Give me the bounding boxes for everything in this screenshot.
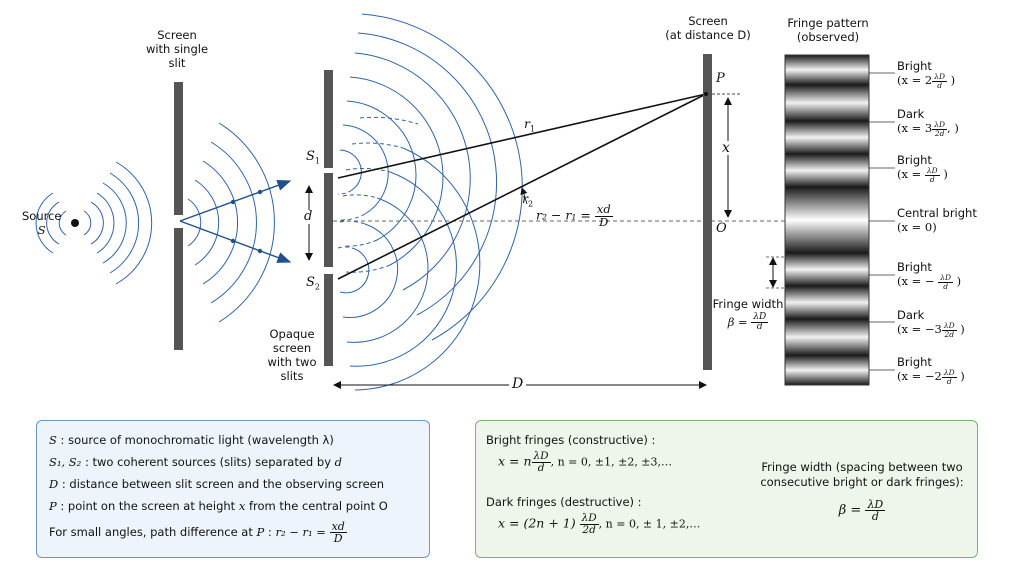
fringe-label-4: Central bright (x = 0) [897,206,977,234]
s2-waves-dashed [337,116,419,249]
double-slit-top [324,70,333,168]
ray-wave-dots [230,189,263,254]
screen-title: Screen (at distance D) [665,14,751,42]
s1-waves [339,13,523,341]
observing-screen [703,54,712,370]
dark-fringe-title: Dark fringes (destructive) : [486,495,642,509]
s1-label: S1 [306,149,320,166]
double-slit-bottom [324,274,333,366]
legend-definitions: S : source of monochromatic light (wavel… [36,420,430,558]
source-label: Source S [22,209,62,237]
source-waves [35,161,153,285]
s2-waves [339,147,481,391]
single-slit-lower [174,228,183,350]
r1-label: r1 [524,116,536,134]
single-slit-upper [174,82,183,215]
point-o-label: O [716,221,727,236]
single-slit-rays [179,180,292,263]
point-p-label: P [716,71,725,86]
opaque-screen-label: Opaque screen with two slits [267,327,317,383]
single-slit-label: Screen with single slit [145,28,209,70]
r2-pointer [520,187,528,205]
fringe-pattern [784,54,870,386]
r2-label: r2 [522,191,534,209]
d-label: d [304,209,313,224]
x-label: x [722,140,730,156]
double-slit-middle [324,173,333,267]
single-slit-waves [187,122,275,323]
big-d-label: D [509,377,527,391]
s1-waves-dashed [337,189,391,273]
source-point [71,219,79,227]
fringe-width-title: Fringe width (spacing between two consec… [760,460,964,489]
fringe-leaders [869,72,895,371]
point-p-dot [704,92,708,96]
bright-fringe-title: Bright fringes (constructive) : [486,433,656,447]
r2-ray [337,93,707,280]
fringe-pattern-title: Fringe pattern (observed) [787,16,869,44]
r1-ray [337,93,707,179]
s2-label: S2 [306,275,320,292]
